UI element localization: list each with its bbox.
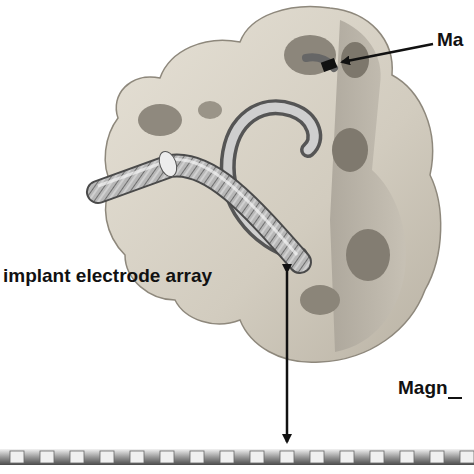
part-label: Magn	[398, 378, 448, 399]
part-label: Ma	[437, 30, 463, 51]
part-label: implant electrode array	[3, 266, 212, 287]
